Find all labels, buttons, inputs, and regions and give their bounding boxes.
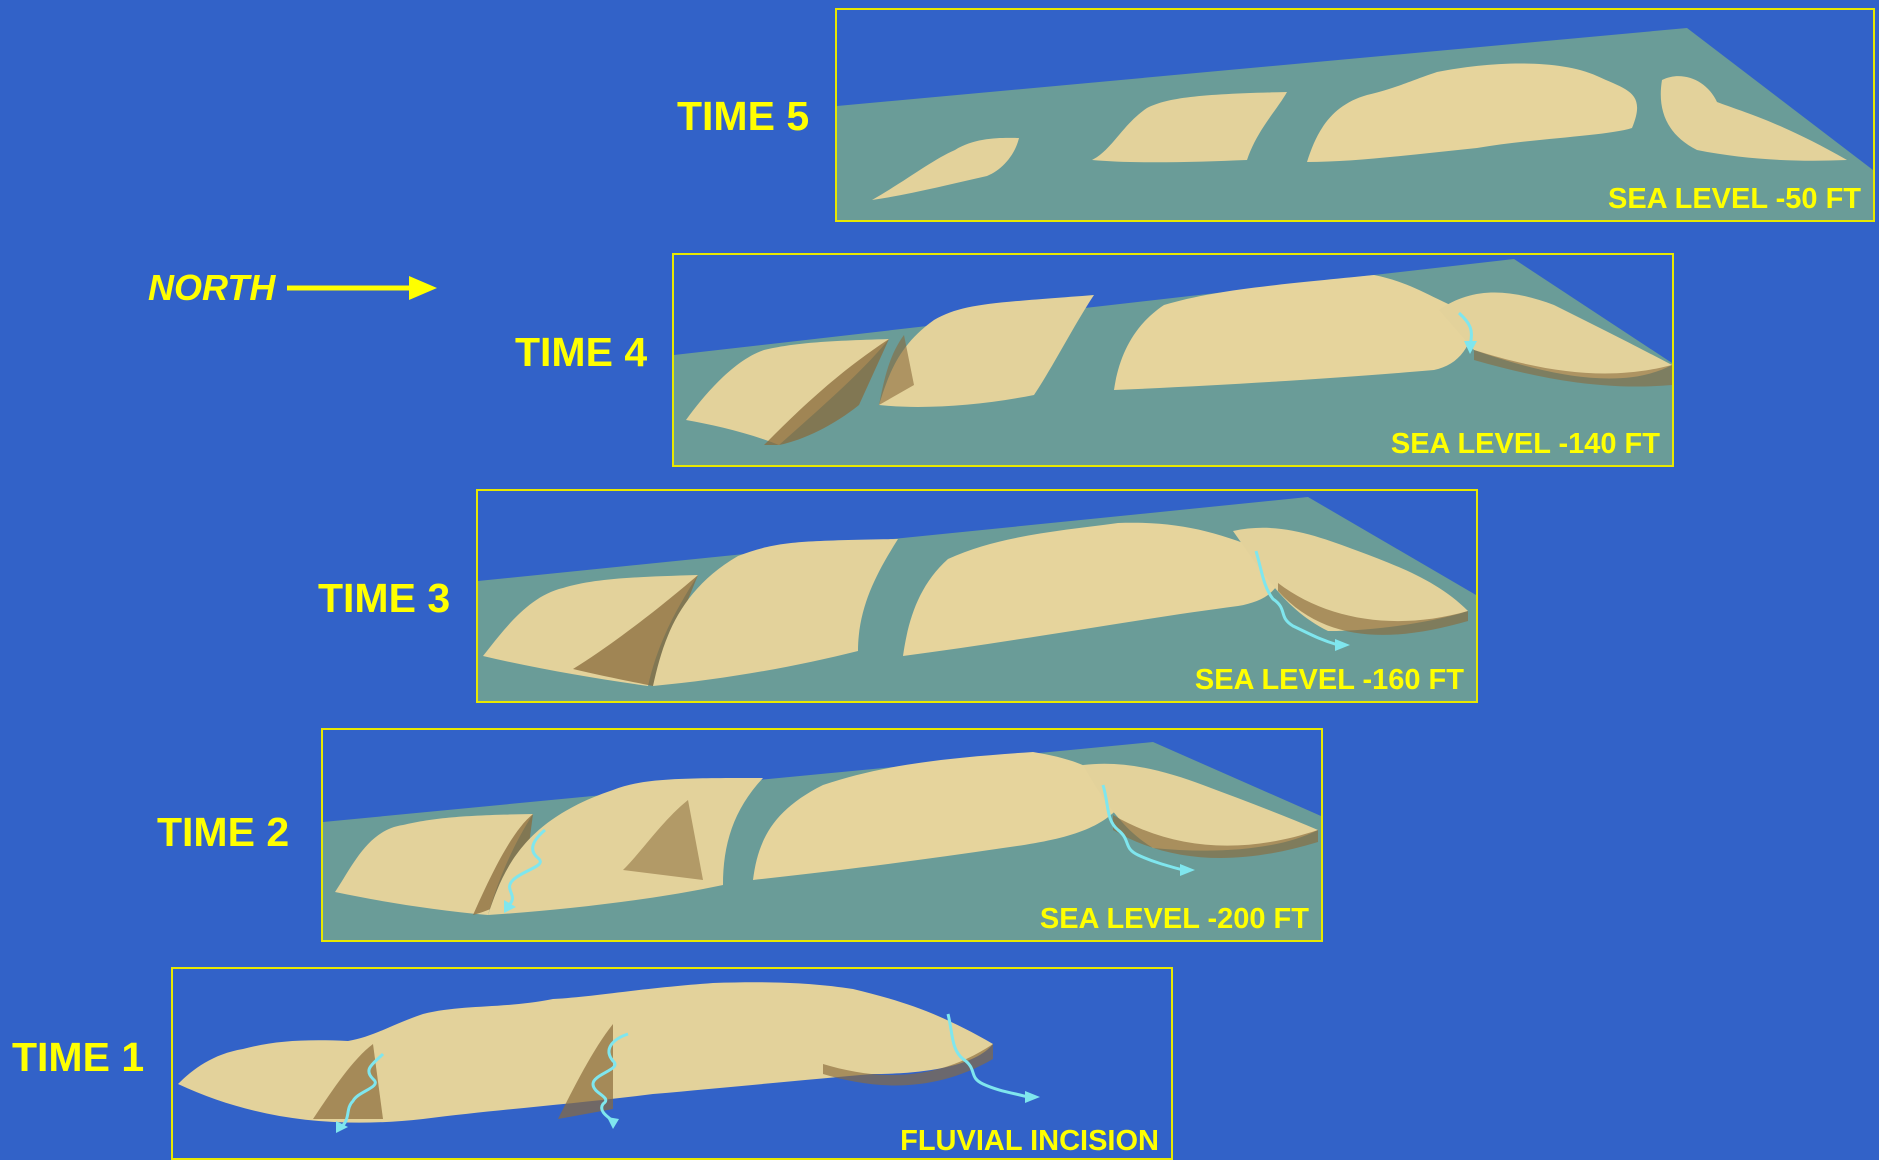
time-2-label: TIME 2 bbox=[157, 812, 289, 853]
time-4-label: TIME 4 bbox=[515, 332, 647, 373]
time-3-label: TIME 3 bbox=[318, 578, 450, 619]
sea-level-label-time-3: SEA LEVEL -160 FT bbox=[1195, 666, 1464, 695]
panel-time-4: SEA LEVEL -140 FT bbox=[672, 253, 1674, 467]
panel-time-3: SEA LEVEL -160 FT bbox=[476, 489, 1478, 703]
time-5-label: TIME 5 bbox=[677, 96, 809, 137]
north-label: NORTH bbox=[148, 270, 275, 306]
panel-time-2: SEA LEVEL -200 FT bbox=[321, 728, 1323, 942]
north-arrow-icon bbox=[285, 274, 440, 302]
panel-time-1: FLUVIAL INCISION bbox=[171, 967, 1173, 1160]
sea-level-label-time-2: SEA LEVEL -200 FT bbox=[1040, 905, 1309, 934]
sea-level-label-time-4: SEA LEVEL -140 FT bbox=[1391, 430, 1660, 459]
fluvial-incision-label: FLUVIAL INCISION bbox=[900, 1127, 1159, 1156]
panel-time-5: SEA LEVEL -50 FT bbox=[835, 8, 1875, 222]
sea-level-label-time-5: SEA LEVEL -50 FT bbox=[1608, 185, 1861, 214]
time-1-label: TIME 1 bbox=[12, 1037, 144, 1078]
